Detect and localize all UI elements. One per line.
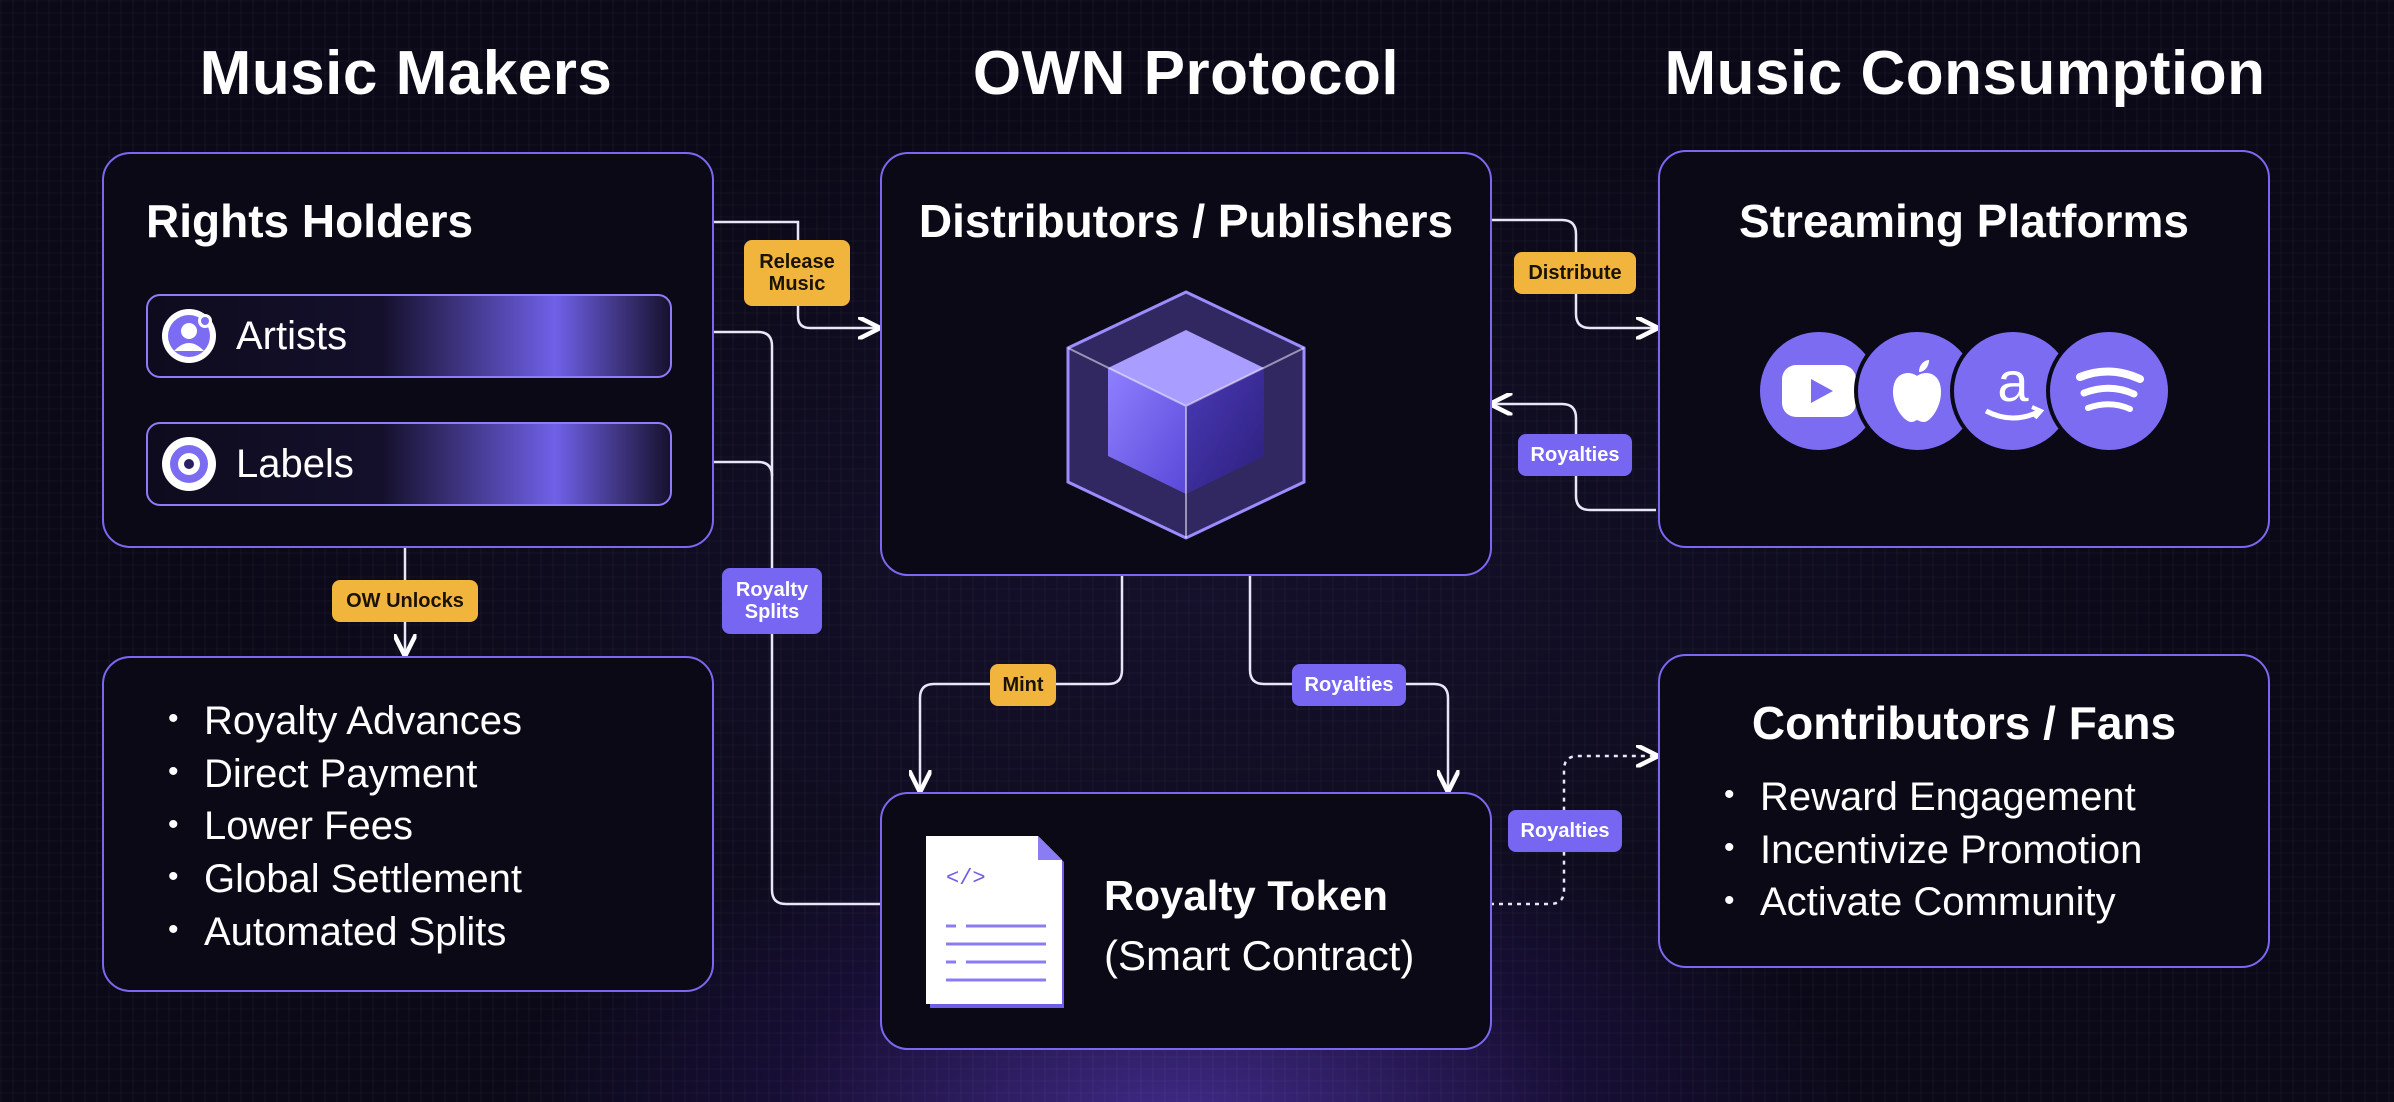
release-music-line: [712, 220, 878, 328]
tag-royalties-stream: Royalties: [1518, 434, 1632, 476]
royalty-token-title: Royalty Token (Smart Contract): [1104, 866, 1414, 986]
royalties-fans-line: [1490, 756, 1656, 906]
cube-icon: [1066, 290, 1306, 540]
benefit-item: Lower Fees: [168, 801, 522, 854]
column-title-music-consumption: Music Consumption: [1664, 39, 2266, 108]
artists-item[interactable]: Artists: [146, 294, 672, 378]
royalty-token-title-line1: Royalty Token: [1104, 872, 1388, 919]
spotify-icon: [2046, 328, 2172, 454]
tag-royalties-token: Royalties: [1292, 664, 1406, 706]
benefit-item: Direct Payment: [168, 749, 522, 802]
benefit-item: Royalty Advances: [168, 696, 522, 749]
contributor-item: Incentivize Promotion: [1724, 825, 2142, 878]
streaming-platforms-title: Streaming Platforms: [1739, 195, 2189, 247]
contributor-item: Reward Engagement: [1724, 772, 2142, 825]
artist-icon: [162, 309, 216, 363]
labels-label: Labels: [236, 441, 354, 486]
contributors-fans-title: Contributors / Fans: [1751, 697, 2177, 749]
contributor-item: Activate Community: [1724, 877, 2142, 930]
svg-text:a: a: [1997, 355, 2029, 413]
tag-release-music: Release Music: [744, 240, 850, 306]
royalty-token-title-line2: (Smart Contract): [1104, 932, 1415, 979]
benefits-list: Royalty Advances Direct Payment Lower Fe…: [168, 696, 522, 959]
tag-distribute: Distribute: [1514, 252, 1636, 294]
label-disc-icon: [162, 437, 216, 491]
royalty-token-box: </> Royalty Token (Smart Contract): [880, 792, 1492, 1050]
contract-document-icon: </>: [926, 836, 1064, 1008]
tag-mint: Mint: [990, 664, 1056, 706]
svg-text:</>: </>: [946, 866, 986, 891]
rights-holders-title: Rights Holders: [146, 195, 474, 247]
tag-royalties-fans: Royalties: [1508, 810, 1622, 852]
distributors-box: Distributors / Publishers: [880, 152, 1492, 576]
distributors-title: Distributors / Publishers: [918, 195, 1454, 247]
labels-item[interactable]: Labels: [146, 422, 672, 506]
tag-royalty-splits: Royalty Splits: [722, 568, 822, 634]
benefit-item: Global Settlement: [168, 854, 522, 907]
tag-ow-unlocks: OW Unlocks: [332, 580, 478, 622]
rights-holders-box: Rights Holders Artists Labels: [102, 152, 714, 548]
contributors-fans-box: Contributors / Fans Reward Engagement In…: [1658, 654, 2270, 968]
benefit-item: Automated Splits: [168, 907, 522, 960]
benefits-box: Royalty Advances Direct Payment Lower Fe…: [102, 656, 714, 992]
streaming-platforms-box: Streaming Platforms a: [1658, 150, 2270, 548]
column-title-own-protocol: OWN Protocol: [972, 39, 1400, 108]
artists-label: Artists: [236, 313, 348, 358]
royalty-splits-labels-line: [686, 462, 774, 477]
contributors-list: Reward Engagement Incentivize Promotion …: [1724, 772, 2142, 930]
column-title-music-makers: Music Makers: [199, 39, 613, 108]
